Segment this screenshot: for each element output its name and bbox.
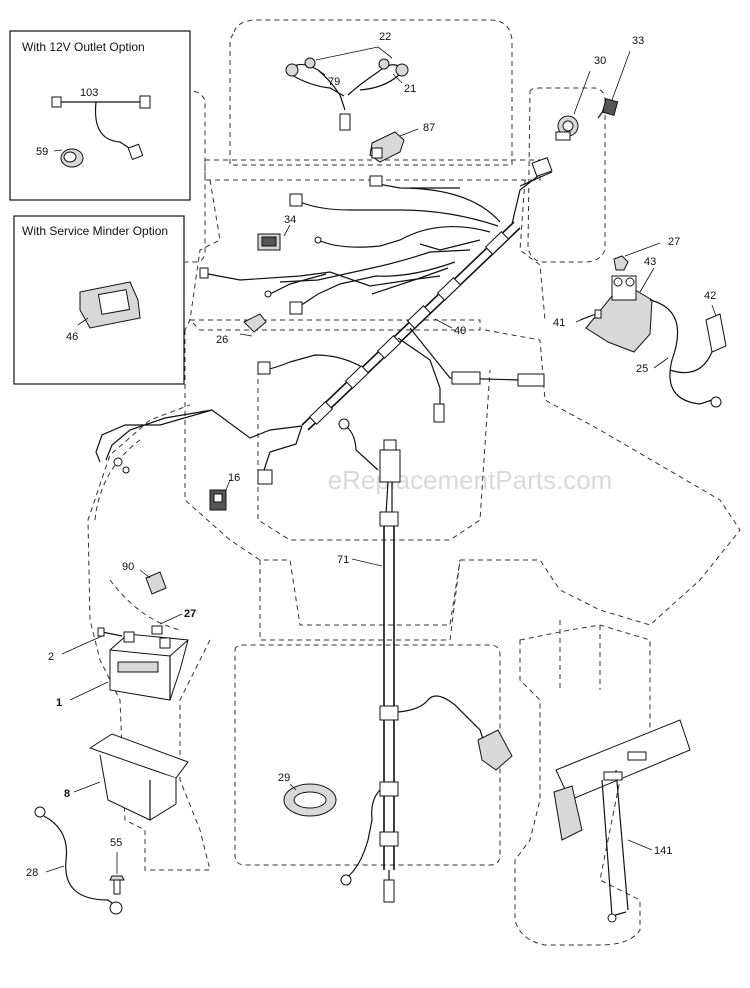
callout-43: 43 xyxy=(644,256,656,268)
callout-33: 33 xyxy=(632,35,644,47)
callout-27-battery: 27 xyxy=(184,608,196,620)
callout-90: 90 xyxy=(122,561,134,573)
part-26-relay xyxy=(243,313,267,333)
inset-12v-outlet: With 12V Outlet Option xyxy=(9,30,191,201)
callout-46: 46 xyxy=(66,331,78,343)
part-141-rear-bracket xyxy=(553,719,691,923)
callout-30: 30 xyxy=(594,55,606,67)
callout-25: 25 xyxy=(636,363,648,375)
callout-29: 29 xyxy=(278,772,290,784)
callout-71: 71 xyxy=(337,554,349,566)
part-90-clip xyxy=(145,571,167,595)
callout-103: 103 xyxy=(80,87,98,99)
callout-42: 42 xyxy=(704,290,716,302)
part-103-outlet-harness xyxy=(51,95,151,160)
callout-28: 28 xyxy=(26,867,38,879)
callout-27-top: 27 xyxy=(668,236,680,248)
part-55-screw xyxy=(109,875,125,895)
part-33-ignition-key xyxy=(597,98,619,119)
part-25-cable xyxy=(649,299,722,408)
callout-40: 40 xyxy=(454,325,466,337)
part-27-nut-top xyxy=(613,255,629,271)
part-27-battery-nut xyxy=(151,625,163,635)
part-42-boot xyxy=(705,313,727,353)
callout-87: 87 xyxy=(423,122,435,134)
callout-22: 22 xyxy=(379,31,391,43)
callout-21: 21 xyxy=(404,83,416,95)
part-1-battery xyxy=(109,631,189,701)
watermark-text: eReplacementParts.com xyxy=(328,465,613,495)
part-59-power-outlet xyxy=(60,148,84,168)
part-28-ground-cable xyxy=(34,806,123,915)
inset-service-minder: With Service Minder Option xyxy=(13,215,185,385)
callout-59: 59 xyxy=(36,146,48,158)
part-22-headlight-bulbs xyxy=(285,57,409,131)
chassis-outline xyxy=(87,19,741,946)
callout-55: 55 xyxy=(110,837,122,849)
part-30-ignition-switch xyxy=(555,115,579,141)
callout-41: 41 xyxy=(553,317,565,329)
part-46-service-minder-module xyxy=(79,281,141,329)
inset-service-minder-title: With Service Minder Option xyxy=(22,224,168,238)
part-71-rear-harness xyxy=(338,418,513,903)
part-8-battery-tray xyxy=(88,733,189,821)
callout-26: 26 xyxy=(216,334,228,346)
callout-141: 141 xyxy=(654,845,672,857)
part-43-starter-solenoid xyxy=(585,275,653,353)
part-34-rocker-switch xyxy=(257,233,281,251)
callout-2: 2 xyxy=(48,651,54,663)
part-29-grommet xyxy=(283,783,337,817)
part-2-battery-bolt xyxy=(97,627,123,637)
callout-8: 8 xyxy=(64,788,70,800)
part-16-switch xyxy=(209,489,227,511)
callout-16: 16 xyxy=(228,472,240,484)
callout-labels: 22 79 21 87 30 33 103 59 34 27 43 42 41 … xyxy=(26,31,716,879)
part-41-bolt xyxy=(579,309,602,321)
part-87-switch xyxy=(369,131,405,163)
callout-79: 79 xyxy=(328,76,340,88)
inset-12v-outlet-title: With 12V Outlet Option xyxy=(22,40,145,54)
callout-1: 1 xyxy=(56,697,62,709)
part-40-main-wiring-harness xyxy=(95,157,553,485)
callout-34: 34 xyxy=(284,214,296,226)
